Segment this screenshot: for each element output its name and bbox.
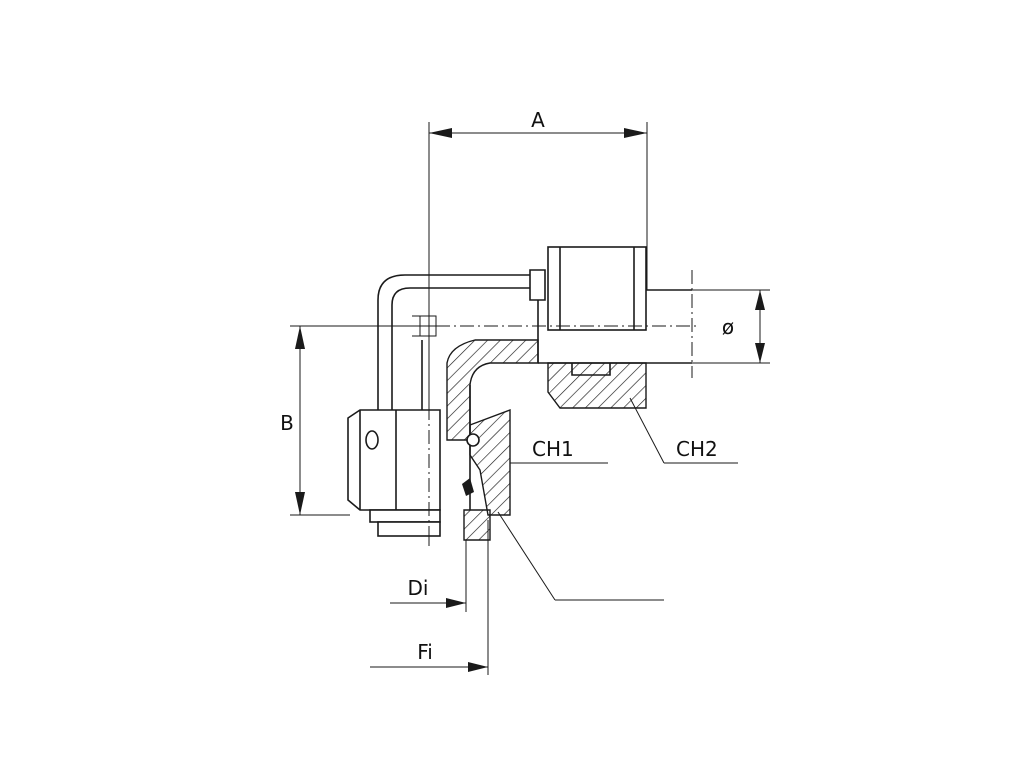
dimension-fi-label: Fi	[417, 640, 433, 664]
o-ring-seal	[466, 433, 480, 447]
dimension-di: Di	[390, 540, 467, 612]
ch2-nut	[547, 246, 647, 409]
callout-ch2: CH2	[629, 397, 738, 464]
callout-ch1: CH1	[510, 437, 608, 464]
dimension-b-label: B	[280, 411, 294, 435]
bonded-seal	[462, 478, 474, 496]
dimension-fi: Fi	[370, 520, 489, 675]
elbow-section	[446, 339, 539, 541]
dimension-diameter-label: ø	[722, 315, 734, 339]
callout-ch2-label: CH2	[676, 437, 718, 461]
callout-ch1-label: CH1	[532, 437, 574, 461]
centerlines	[412, 190, 700, 550]
nut-hole-icon	[365, 430, 379, 450]
dimension-b: B	[280, 325, 440, 516]
dimension-di-label: Di	[408, 576, 429, 600]
seal-leader	[497, 511, 664, 601]
dimension-a-label: A	[531, 108, 545, 132]
ch1-nut	[347, 409, 441, 537]
dimension-diameter: ø	[690, 289, 770, 364]
